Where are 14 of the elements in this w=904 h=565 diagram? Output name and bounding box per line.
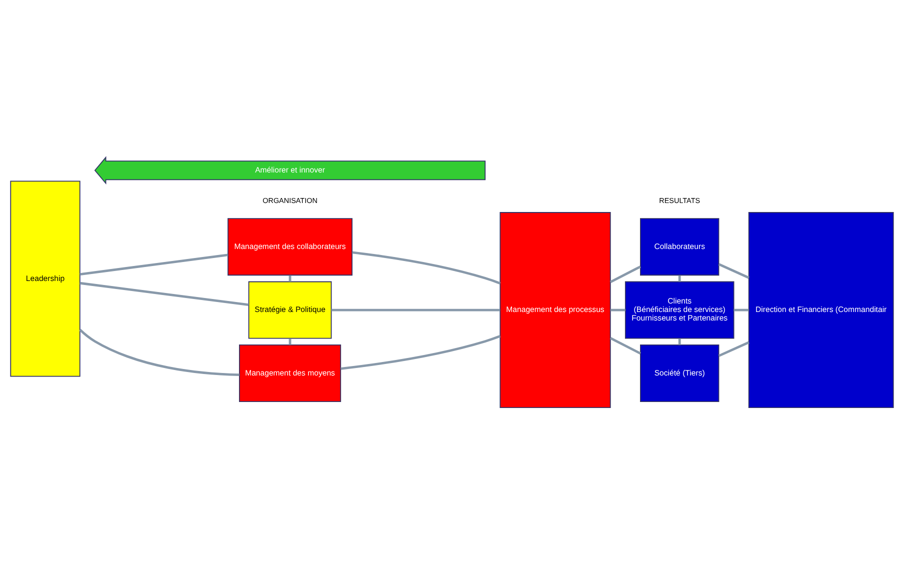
connector (610, 336, 641, 354)
connector (718, 341, 750, 357)
connector (718, 263, 750, 279)
connector (79, 328, 240, 376)
connector (352, 251, 501, 284)
connector (80, 254, 228, 276)
connector (610, 266, 641, 284)
connector (610, 308, 626, 312)
connector (734, 308, 749, 312)
connector (678, 338, 681, 345)
connector (331, 308, 500, 312)
connector (678, 275, 681, 282)
connector (340, 335, 501, 370)
connector (80, 282, 249, 306)
